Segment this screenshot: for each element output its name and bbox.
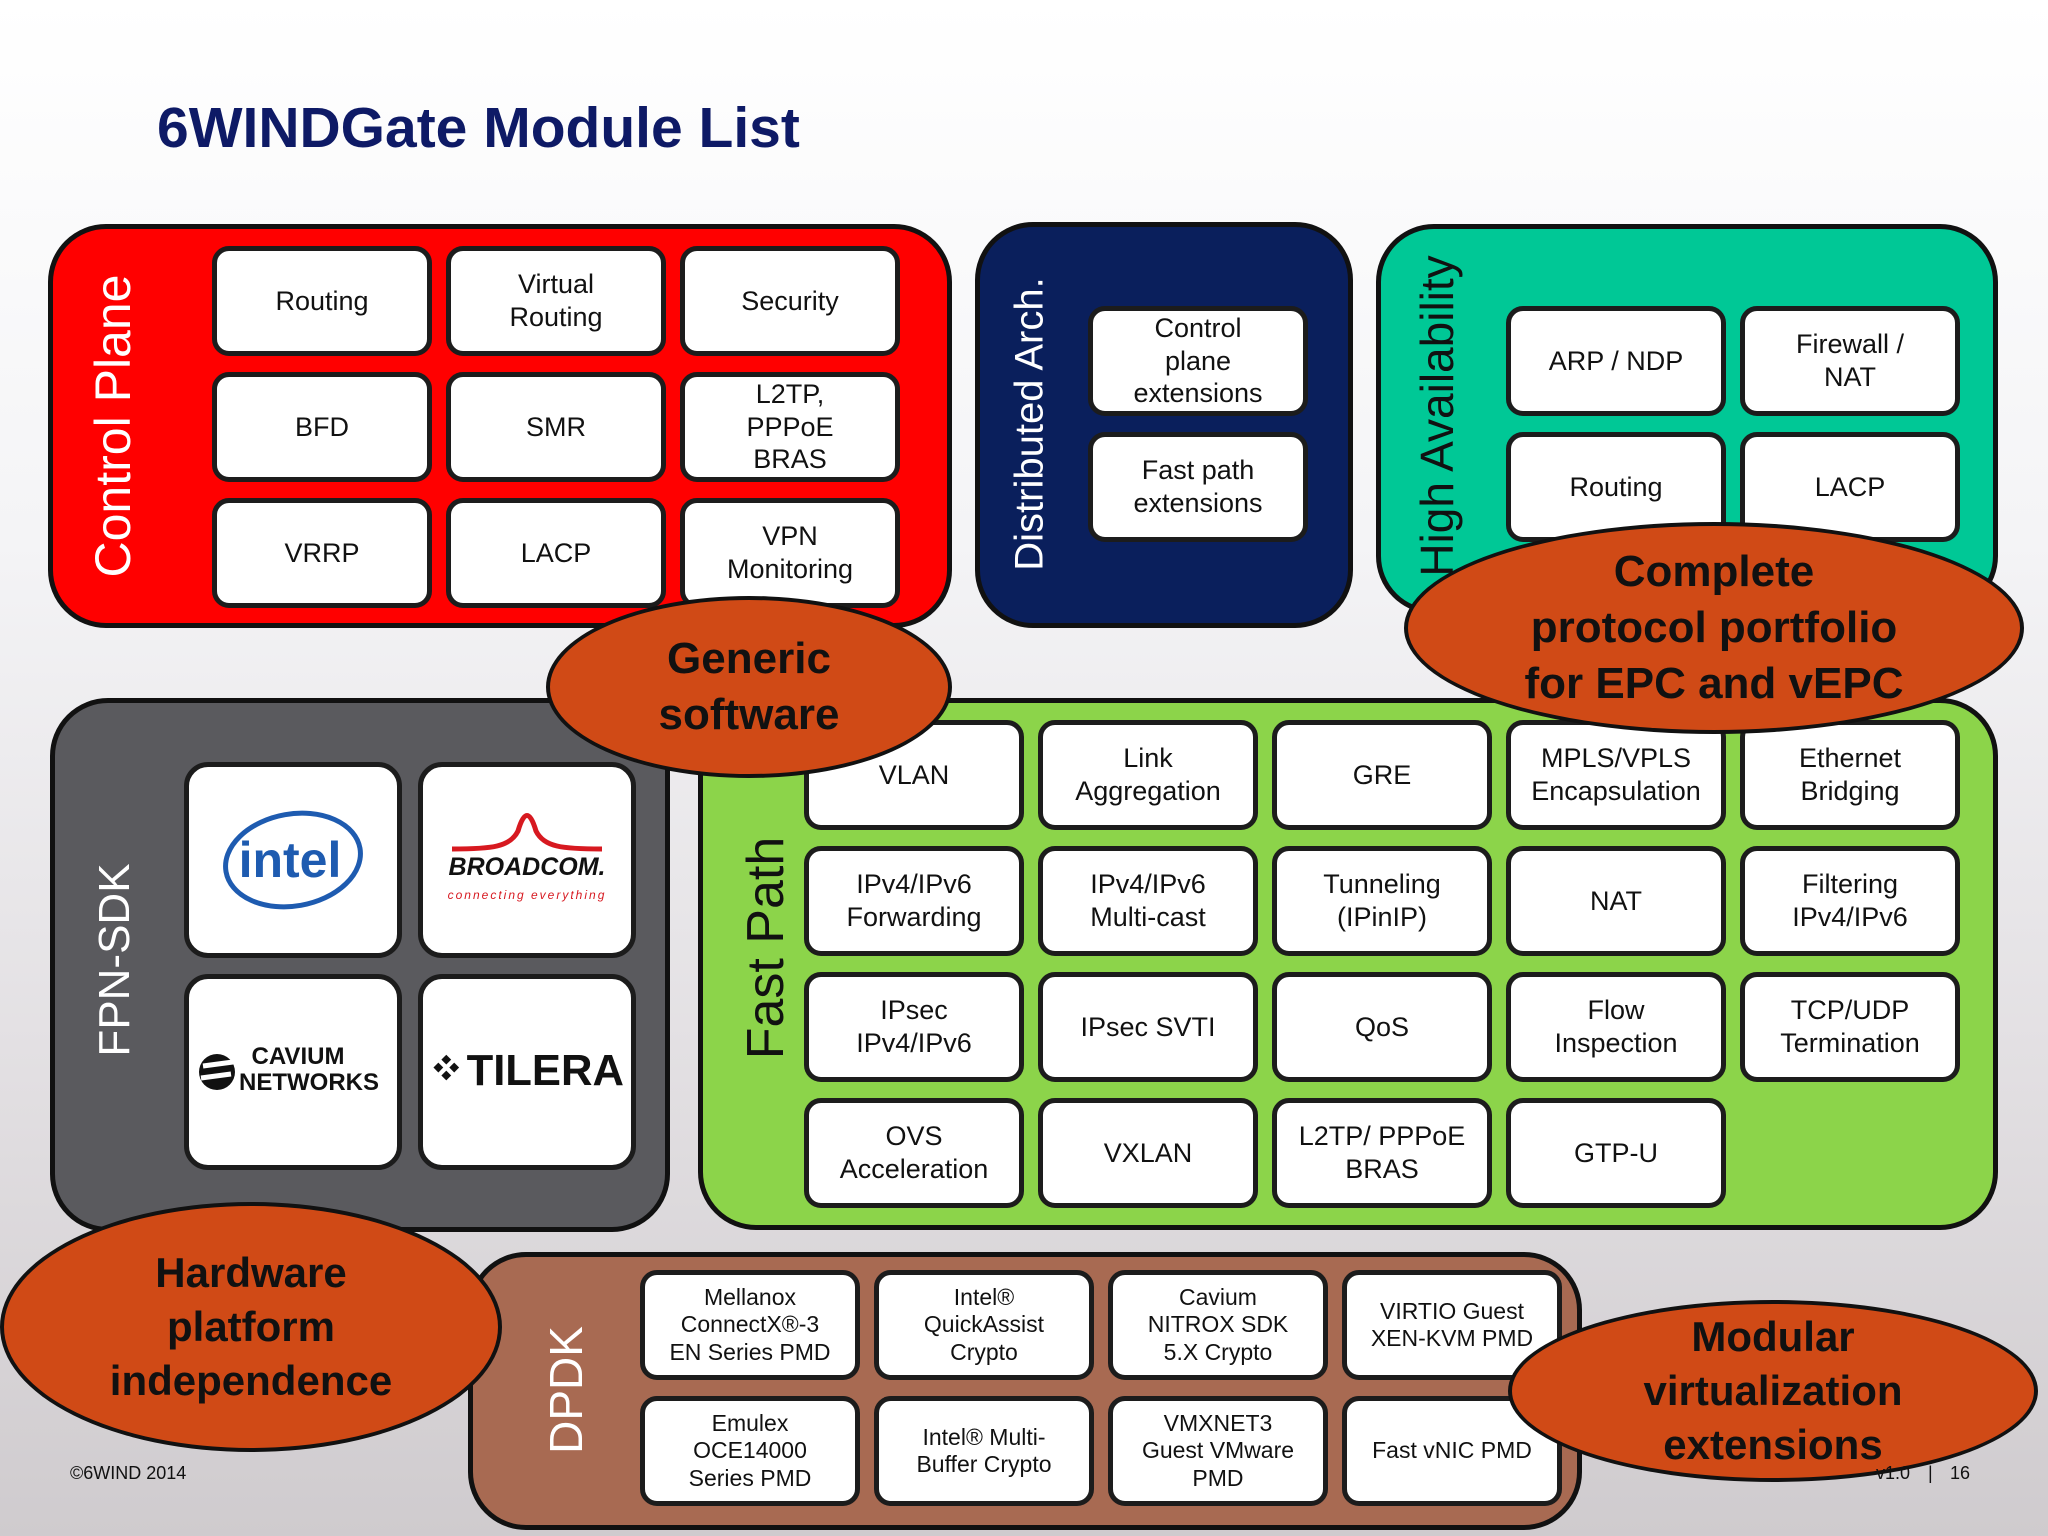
intel-logo-cell: intel bbox=[184, 762, 402, 958]
control-plane-module: Routing bbox=[212, 246, 432, 356]
copyright-text: ©6WIND 2014 bbox=[70, 1463, 187, 1483]
fast-path-module: IPsec SVTI bbox=[1038, 972, 1258, 1082]
broadcom-tagline: connecting everything bbox=[448, 888, 607, 902]
page-number: 16 bbox=[1950, 1463, 1971, 1483]
tilera-logo: TILERA bbox=[433, 1047, 624, 1095]
callout-protocol-portfolio: Complete protocol portfolio for EPC and … bbox=[1404, 522, 2024, 734]
fast-path-module: GTP-U bbox=[1506, 1098, 1726, 1208]
tilera-logo-cell: TILERA bbox=[418, 974, 636, 1170]
fast-path-module: Tunneling (IPinIP) bbox=[1272, 846, 1492, 956]
fast-path-module: Link Aggregation bbox=[1038, 720, 1258, 830]
fast-path-module: Flow Inspection bbox=[1506, 972, 1726, 1082]
tilera-logo-text: TILERA bbox=[467, 1047, 624, 1095]
dpdk-module: VIRTIO Guest XEN-KVM PMD bbox=[1342, 1270, 1562, 1380]
fpn-sdk-label: FPN-SDK bbox=[90, 863, 139, 1057]
fast-path-module: GRE bbox=[1272, 720, 1492, 830]
fast-path-module: L2TP/ PPPoE BRAS bbox=[1272, 1098, 1492, 1208]
fast-path-module: Ethernet Bridging bbox=[1740, 720, 1960, 830]
fast-path-module: IPsec IPv4/IPv6 bbox=[804, 972, 1024, 1082]
distributed-arch-panel bbox=[975, 222, 1353, 628]
dpdk-module: Emulex OCE14000 Series PMD bbox=[640, 1396, 860, 1506]
intel-logo: intel bbox=[223, 810, 363, 910]
control-plane-module: VRRP bbox=[212, 498, 432, 608]
fast-path-module: VXLAN bbox=[1038, 1098, 1258, 1208]
high-availability-module: Firewall / NAT bbox=[1740, 306, 1960, 416]
broadcom-logo: BROADCOM. connecting everything bbox=[448, 813, 607, 902]
fast-path-module: NAT bbox=[1506, 846, 1726, 956]
callout-generic-software: Generic software bbox=[546, 596, 952, 778]
dpdk-label: DPDK bbox=[540, 1326, 592, 1454]
broadcom-logo-cell: BROADCOM. connecting everything bbox=[418, 762, 636, 958]
fast-path-module: Filtering IPv4/IPv6 bbox=[1740, 846, 1960, 956]
high-availability-module: ARP / NDP bbox=[1506, 306, 1726, 416]
distributed-arch-module: Control plane extensions bbox=[1088, 306, 1308, 416]
control-plane-module: L2TP, PPPoE BRAS bbox=[680, 372, 900, 482]
fast-path-module: QoS bbox=[1272, 972, 1492, 1082]
dpdk-module: Intel® QuickAssist Crypto bbox=[874, 1270, 1094, 1380]
page-title: 6WINDGate Module List bbox=[157, 96, 800, 160]
dpdk-module: Intel® Multi- Buffer Crypto bbox=[874, 1396, 1094, 1506]
control-plane-module: Security bbox=[680, 246, 900, 356]
callout-hardware-independence: Hardware platform independence bbox=[0, 1202, 502, 1452]
cavium-logo-text: CAVIUM NETWORKS bbox=[239, 1044, 379, 1096]
control-plane-module: BFD bbox=[212, 372, 432, 482]
cavium-logo: CAVIUM NETWORKS bbox=[199, 1044, 379, 1096]
fast-path-label: Fast Path bbox=[737, 836, 795, 1060]
fast-path-module: MPLS/VPLS Encapsulation bbox=[1506, 720, 1726, 830]
cavium-logo-cell: CAVIUM NETWORKS bbox=[184, 974, 402, 1170]
control-plane-label: Control Plane bbox=[85, 274, 141, 578]
distributed-arch-label: Distributed Arch. bbox=[1007, 277, 1052, 571]
dpdk-module: VMXNET3 Guest VMware PMD bbox=[1108, 1396, 1328, 1506]
control-plane-module: LACP bbox=[446, 498, 666, 608]
intel-logo-text: intel bbox=[239, 832, 342, 888]
distributed-arch-module: Fast path extensions bbox=[1088, 432, 1308, 542]
high-availability-label: High Availability bbox=[1411, 255, 1463, 577]
fast-path-module: IPv4/IPv6 Multi-cast bbox=[1038, 846, 1258, 956]
version-text: v1.0 bbox=[1876, 1463, 1911, 1483]
control-plane-module: Virtual Routing bbox=[446, 246, 666, 356]
fast-path-module: TCP/UDP Termination bbox=[1740, 972, 1960, 1082]
callout-virtualization-extensions: Modular virtualization extensions bbox=[1508, 1300, 2038, 1482]
control-plane-module: SMR bbox=[446, 372, 666, 482]
fast-path-module: OVS Acceleration bbox=[804, 1098, 1024, 1208]
footer-separator: | bbox=[1928, 1463, 1933, 1483]
dpdk-module: Cavium NITROX SDK 5.X Crypto bbox=[1108, 1270, 1328, 1380]
fast-path-module: IPv4/IPv6 Forwarding bbox=[804, 846, 1024, 956]
broadcom-logo-text: BROADCOM. bbox=[449, 853, 606, 881]
dpdk-module: Mellanox ConnectX®-3 EN Series PMD bbox=[640, 1270, 860, 1380]
control-plane-module: VPN Monitoring bbox=[680, 498, 900, 608]
